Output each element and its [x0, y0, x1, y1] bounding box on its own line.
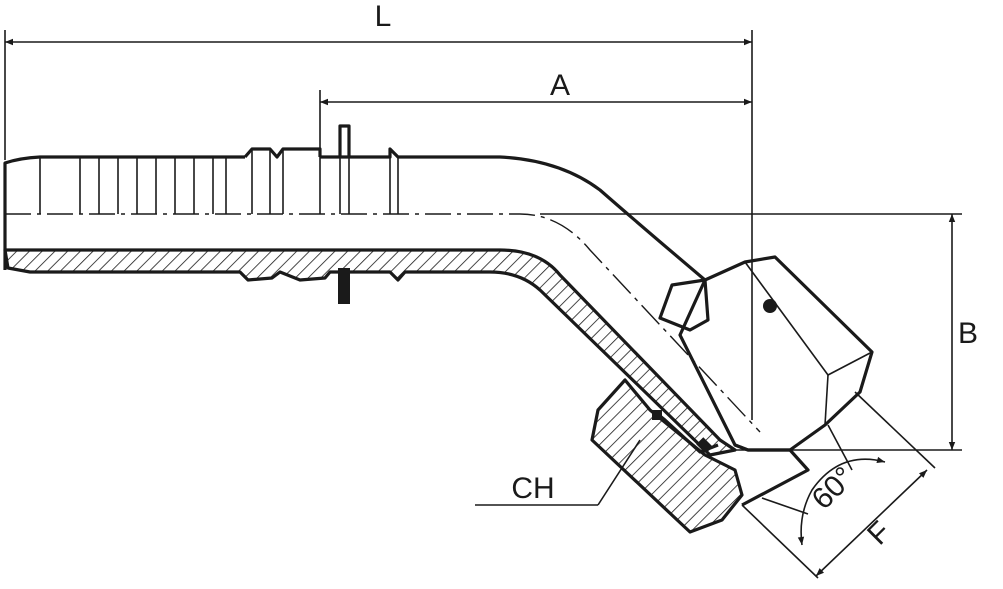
dimension-a: A [319, 69, 752, 155]
label-ch: CH [511, 472, 554, 505]
label-angle: 60° [806, 461, 861, 516]
fitting-outer-view [3, 124, 874, 452]
label-l: L [375, 0, 392, 33]
label-b: B [958, 317, 978, 350]
fitting-section-view [3, 245, 810, 534]
nut-hole-icon [763, 299, 777, 313]
label-f: F [861, 515, 897, 551]
label-a: A [550, 69, 570, 102]
leader-ch: CH [475, 439, 641, 506]
centerline [5, 213, 761, 433]
dimension-l: L [4, 0, 753, 420]
